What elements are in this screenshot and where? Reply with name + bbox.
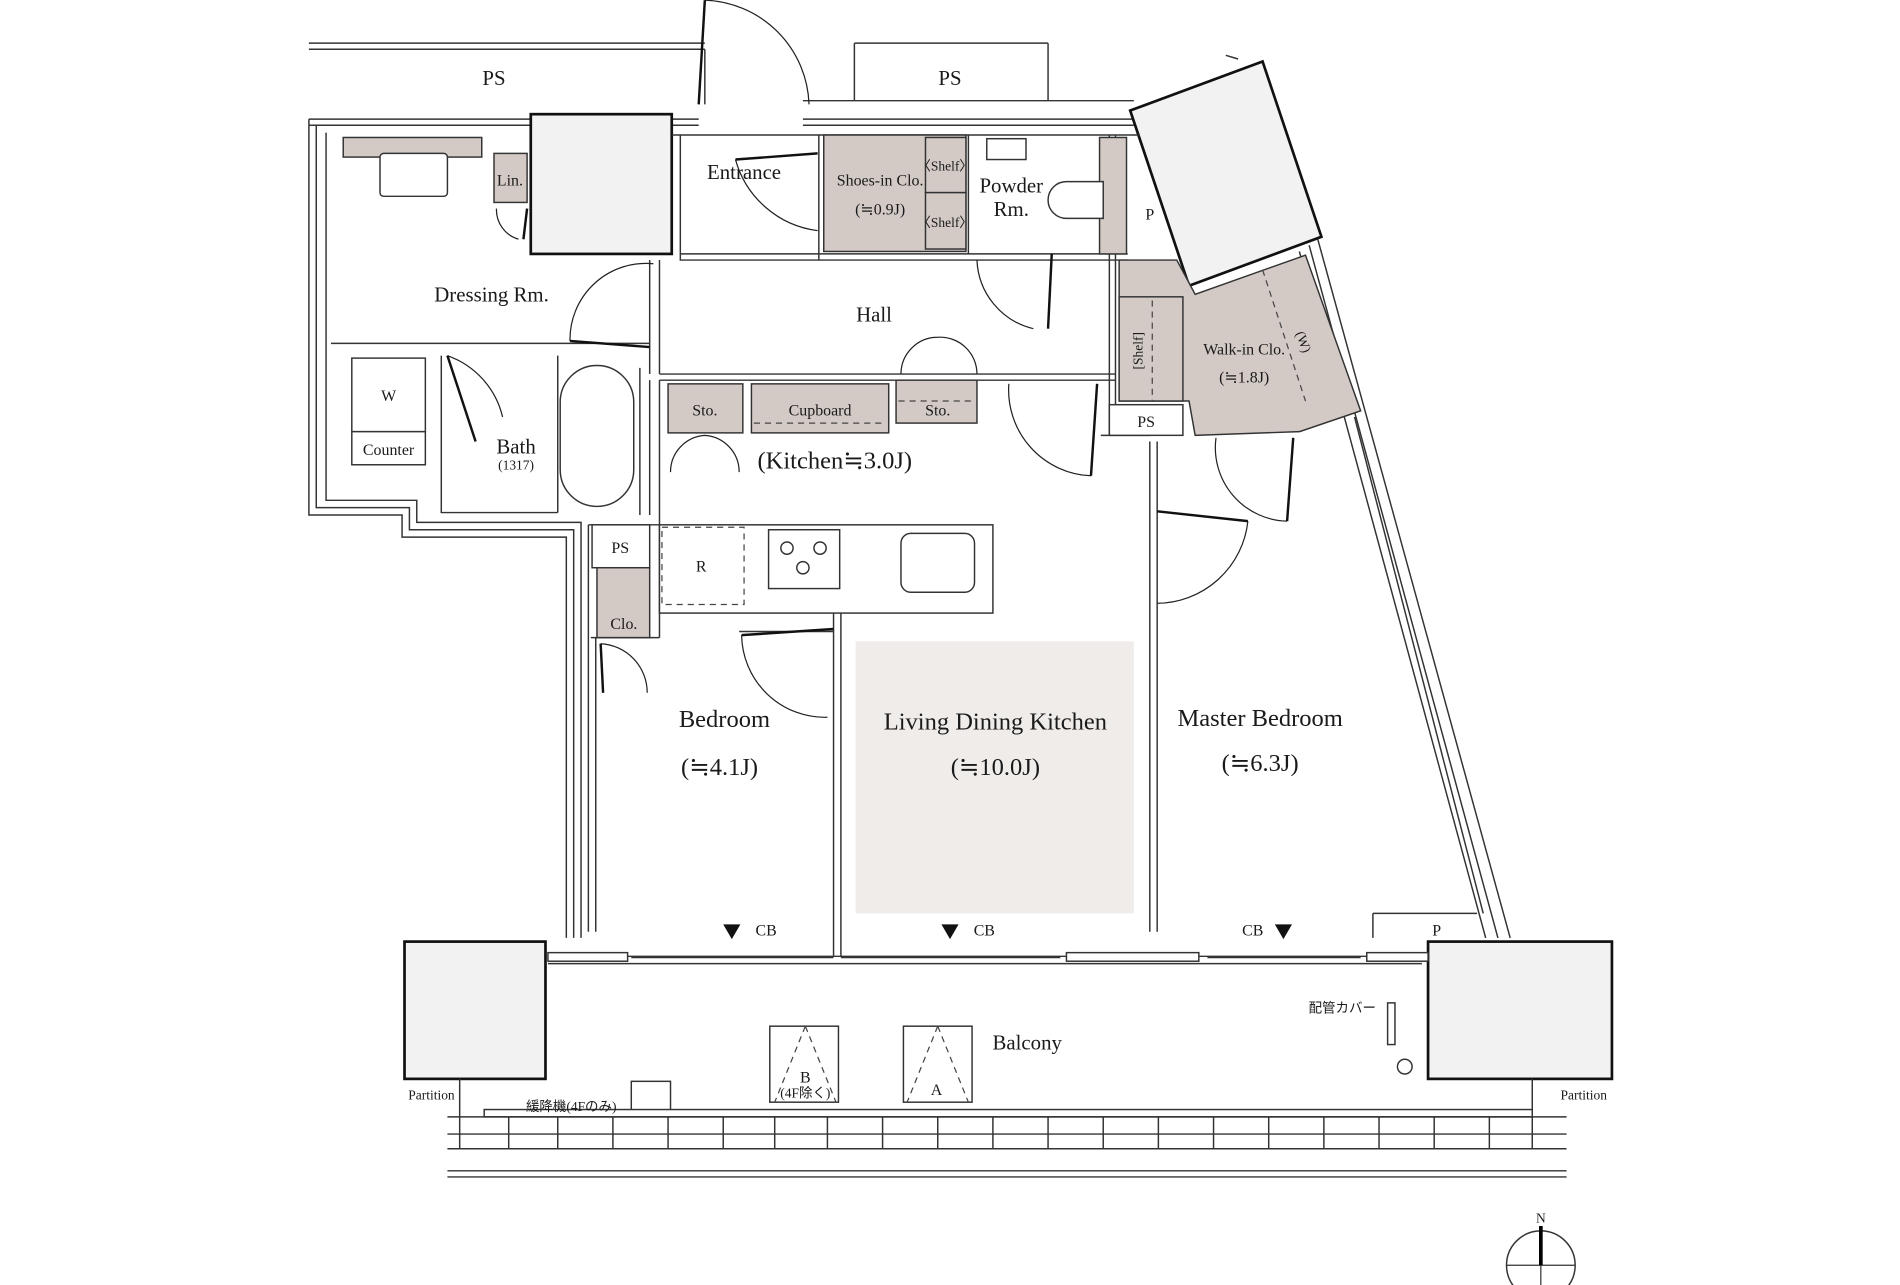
label-partition-left: Partition (408, 1088, 455, 1103)
ldk-floor (855, 641, 1134, 914)
label-escape-device: 緩降機(4Fのみ) (526, 1099, 617, 1114)
powder-sink (986, 137, 1027, 161)
linen-closet (493, 152, 528, 204)
label-ps-top-right: PS (938, 66, 961, 90)
toilet (1047, 180, 1104, 220)
label-balcony: Balcony (993, 1030, 1063, 1054)
unit-b-box (769, 1025, 840, 1103)
ps-box-walkin (1108, 403, 1184, 437)
column-bottom-left (403, 940, 547, 1081)
label-entrance: Entrance (707, 160, 781, 184)
label-powder: Powder (979, 174, 1043, 198)
cupboard (750, 383, 890, 434)
label-master-size: (≒6.3J) (1222, 750, 1299, 777)
powder-storage (1098, 136, 1128, 255)
label-cb-2: CB (974, 922, 995, 939)
shelf-upper (924, 136, 967, 194)
label-master-bedroom: Master Bedroom (1177, 705, 1342, 732)
closet-small (596, 566, 651, 639)
dressing-basin (379, 152, 449, 198)
label-ldk: Living Dining Kitchen (884, 709, 1107, 736)
label-linen: Lin. (497, 172, 523, 189)
doors (446, 0, 1295, 718)
label-walk-in-closet: Walk-in Clo. (1203, 341, 1285, 358)
label-bath: Bath (496, 435, 536, 459)
kitchen-sink (900, 532, 976, 593)
label-p-bottom: P (1432, 922, 1441, 939)
label-ps-walkin: PS (1137, 414, 1155, 431)
label-north: N (1536, 1210, 1546, 1225)
column-bottom-right (1426, 940, 1614, 1081)
label-fridge: R (696, 558, 707, 575)
label-unit-b-note: (4F除く) (780, 1085, 830, 1100)
washer-pan (351, 357, 427, 433)
label-ps-kitchen: PS (611, 540, 629, 557)
label-closet: Clo. (610, 616, 637, 633)
fridge-space (661, 526, 745, 606)
label-bedroom: Bedroom (679, 706, 770, 733)
walk-in-shelf (1118, 296, 1184, 402)
bathtub (559, 364, 635, 508)
windows (547, 924, 1429, 962)
label-counter: Counter (363, 442, 415, 459)
label-cb-3: CB (1242, 922, 1263, 939)
label-storage-right: Sto. (925, 403, 950, 420)
label-partition-right: Partition (1561, 1088, 1608, 1103)
label-shoes-closet-size: (≒0.9J) (855, 202, 905, 219)
label-dressing-room: Dressing Rm. (434, 283, 549, 307)
label-bedroom-size: (≒4.1J) (681, 754, 758, 781)
label-ldk-size: (≒10.0J) (951, 754, 1040, 781)
label-ps-top-left: PS (482, 66, 505, 90)
column-top-left (529, 112, 674, 256)
interior-walls (330, 134, 1478, 957)
cooktop (767, 528, 841, 590)
cb-marker-2 (941, 924, 959, 940)
shelf-lower (924, 191, 967, 250)
label-shelf-1: 〈Shelf〉 (917, 159, 972, 174)
ps-box-kitchen (591, 524, 651, 569)
cb-marker-3 (1274, 924, 1292, 940)
label-walk-in-size: (≒1.8J) (1219, 370, 1269, 387)
balcony-structure (447, 1002, 1567, 1178)
unit-a-box (902, 1025, 973, 1103)
cb-marker-1 (723, 924, 741, 940)
storage-left (667, 383, 744, 434)
label-pipe-cover: 配管カバー (1309, 1001, 1376, 1016)
column-top-right (1128, 59, 1324, 288)
label-powder-rm: Rm. (994, 197, 1029, 221)
label-unit-b: B (800, 1070, 811, 1087)
label-walk-in-shelf: [Shelf] (1130, 332, 1145, 369)
label-washer: W (381, 388, 396, 405)
north-compass (1505, 1225, 1576, 1285)
outer-walls (308, 54, 1511, 965)
label-cb-1: CB (756, 922, 777, 939)
label-kitchen: (Kitchen≒3.0J) (757, 447, 912, 474)
label-walk-in-w: (W) (1293, 329, 1315, 355)
label-unit-a: A (931, 1082, 943, 1099)
counter-box (351, 430, 427, 466)
label-shoes-closet: Shoes-in Clo. (837, 172, 924, 189)
label-p-top: P (1145, 207, 1154, 224)
top-ps-strip (308, 42, 1134, 126)
label-shelf-2: 〈Shelf〉 (917, 215, 972, 230)
label-bath-size: (1317) (498, 458, 534, 473)
label-storage-left: Sto. (692, 403, 717, 420)
label-cupboard: Cupboard (789, 403, 852, 420)
pipe-cover (1386, 1002, 1396, 1046)
label-hall: Hall (856, 302, 892, 326)
